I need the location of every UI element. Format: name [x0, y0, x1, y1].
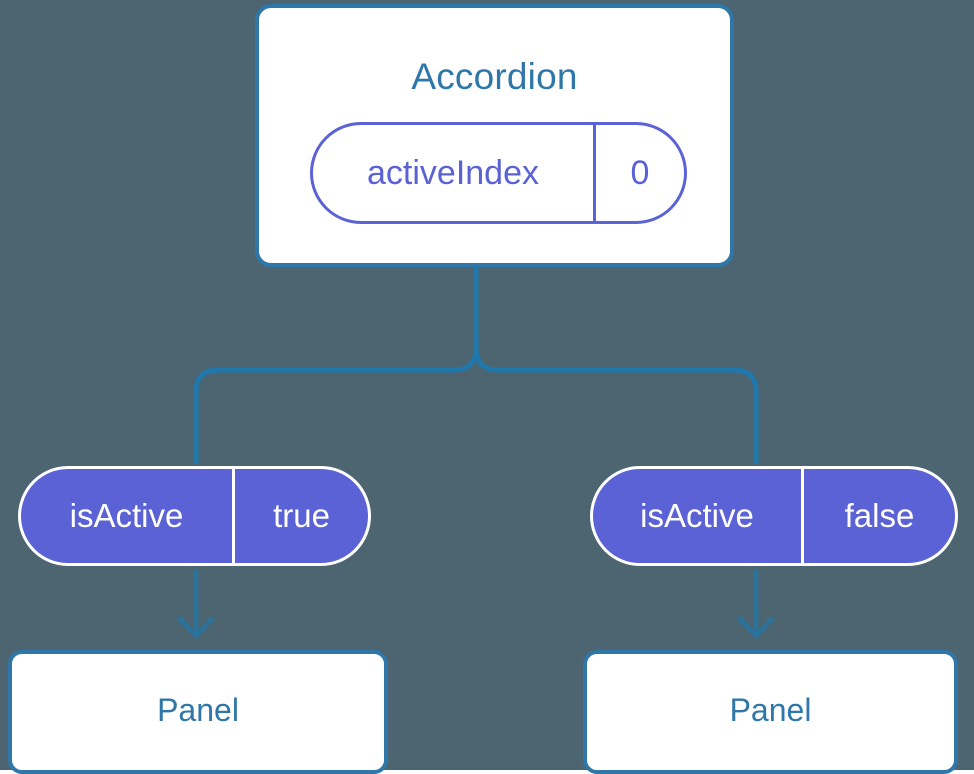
connector-right-branch [473, 263, 759, 465]
accordion-component-card[interactable]: Accordion activeIndex 0 [255, 4, 734, 267]
panel-title: Panel [729, 691, 812, 728]
state-pill-key: activeIndex [313, 125, 596, 221]
prop-pill-is-active-true[interactable]: isActive true [18, 466, 371, 566]
accordion-title: Accordion [411, 56, 578, 97]
panel-component-card-right[interactable]: Panel [583, 650, 958, 774]
state-pill-value: 0 [630, 153, 650, 192]
panel-component-card-left[interactable]: Panel [8, 650, 388, 774]
prop-pill-key: isActive [593, 469, 804, 563]
connector-left-branch [193, 263, 479, 465]
prop-pill-value: false [844, 497, 915, 534]
prop-pill-value: true [273, 497, 330, 534]
state-pill-active-index[interactable]: activeIndex 0 [310, 122, 687, 224]
prop-pill-is-active-false[interactable]: isActive false [590, 466, 958, 566]
arrow-down-icon-left [177, 569, 215, 639]
panel-title: Panel [157, 691, 239, 728]
prop-pill-key: isActive [21, 469, 235, 563]
arrow-down-icon-right [737, 569, 775, 639]
